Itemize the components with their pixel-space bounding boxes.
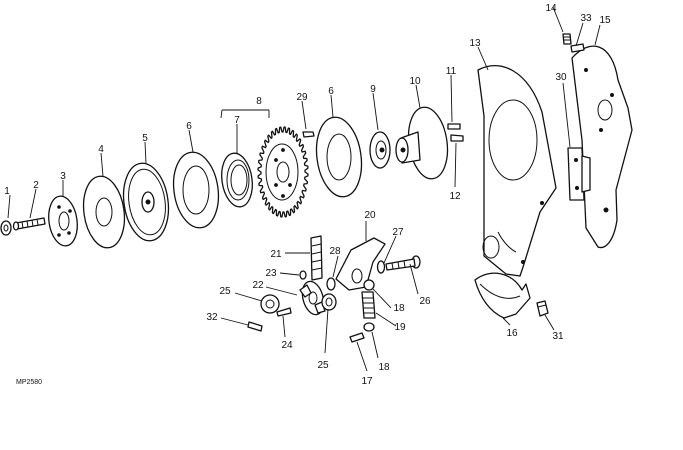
callout-29: 29 xyxy=(296,92,308,103)
callout-28: 28 xyxy=(329,246,341,257)
callout-20: 20 xyxy=(364,210,376,221)
part-7-bearing xyxy=(221,152,253,208)
part-24-shaft xyxy=(276,307,292,317)
part-18-washer-second xyxy=(363,322,375,332)
part-6-washer-second xyxy=(315,116,363,198)
callout-23: 23 xyxy=(265,268,277,279)
part-13-chain-guard xyxy=(477,65,557,277)
leader-lines xyxy=(7,6,601,372)
callout-33: 33 xyxy=(580,13,592,24)
callout-18-second: 18 xyxy=(378,362,390,373)
callout-labels: 1 2 3 4 5 6 7 8 29 6 9 10 11 12 13 14 33… xyxy=(4,3,611,387)
part-23-washer-small xyxy=(299,270,307,280)
part-12-pin xyxy=(450,134,464,142)
callout-19: 19 xyxy=(394,322,406,333)
callout-15: 15 xyxy=(599,15,611,26)
part-15-cover-plate xyxy=(571,45,633,249)
callout-25: 25 xyxy=(219,286,231,297)
part-21-chain xyxy=(310,235,323,281)
part-25-bearing-second xyxy=(321,293,337,311)
callout-32: 32 xyxy=(206,312,218,323)
callout-3: 3 xyxy=(60,171,66,182)
callout-14: 14 xyxy=(545,3,557,14)
part-17-cotter xyxy=(349,332,365,343)
part-9-spacer xyxy=(369,131,391,169)
part-3-hub xyxy=(48,195,78,247)
callout-17: 17 xyxy=(361,376,373,387)
part-26-bolt xyxy=(385,255,421,271)
callout-5: 5 xyxy=(142,133,148,144)
part-19-stud xyxy=(361,291,376,319)
callout-18: 18 xyxy=(393,303,405,314)
part-28-bushing xyxy=(326,277,336,291)
callout-12: 12 xyxy=(449,191,461,202)
figure-code: MP2580 xyxy=(16,379,42,386)
part-27-washer xyxy=(376,260,386,274)
callout-30: 30 xyxy=(555,72,567,83)
part-11-pin xyxy=(447,123,461,130)
part-30-bracket xyxy=(567,147,591,201)
part-6-washer xyxy=(172,151,220,229)
part-33-clip xyxy=(570,43,585,53)
callout-7: 7 xyxy=(234,115,240,126)
callout-21: 21 xyxy=(270,249,282,260)
callout-4: 4 xyxy=(98,144,104,155)
callout-11: 11 xyxy=(446,66,457,77)
part-16-shield xyxy=(474,272,531,319)
part-32-pin xyxy=(247,321,263,332)
callout-25-second: 25 xyxy=(317,360,329,371)
callout-9: 9 xyxy=(370,84,376,95)
part-1-nut xyxy=(0,220,12,236)
part-29-key xyxy=(302,131,315,138)
callout-26: 26 xyxy=(419,296,431,307)
part-14-screw xyxy=(562,33,572,45)
callout-10: 10 xyxy=(409,76,421,87)
part-31-fitting xyxy=(536,300,549,317)
callout-22: 22 xyxy=(252,280,264,291)
callout-6-second: 6 xyxy=(328,86,334,97)
part-4-disc xyxy=(82,175,126,249)
part-10-flanged-hub xyxy=(395,106,449,180)
callout-27: 27 xyxy=(392,227,404,238)
callout-31: 31 xyxy=(552,331,564,342)
part-20-idler-arm xyxy=(335,237,386,291)
callout-8: 8 xyxy=(256,96,262,107)
callout-24: 24 xyxy=(281,340,293,351)
part-8-sprocket xyxy=(257,126,309,218)
part-18-washer xyxy=(363,279,375,291)
callout-1: 1 xyxy=(4,186,10,197)
callout-6: 6 xyxy=(186,121,192,132)
callout-16: 16 xyxy=(506,328,518,339)
callout-2: 2 xyxy=(33,180,39,191)
callout-13: 13 xyxy=(469,38,481,49)
part-25-bearing xyxy=(260,294,280,314)
part-5-pulley xyxy=(122,162,170,242)
part-2-bolt xyxy=(12,217,46,231)
